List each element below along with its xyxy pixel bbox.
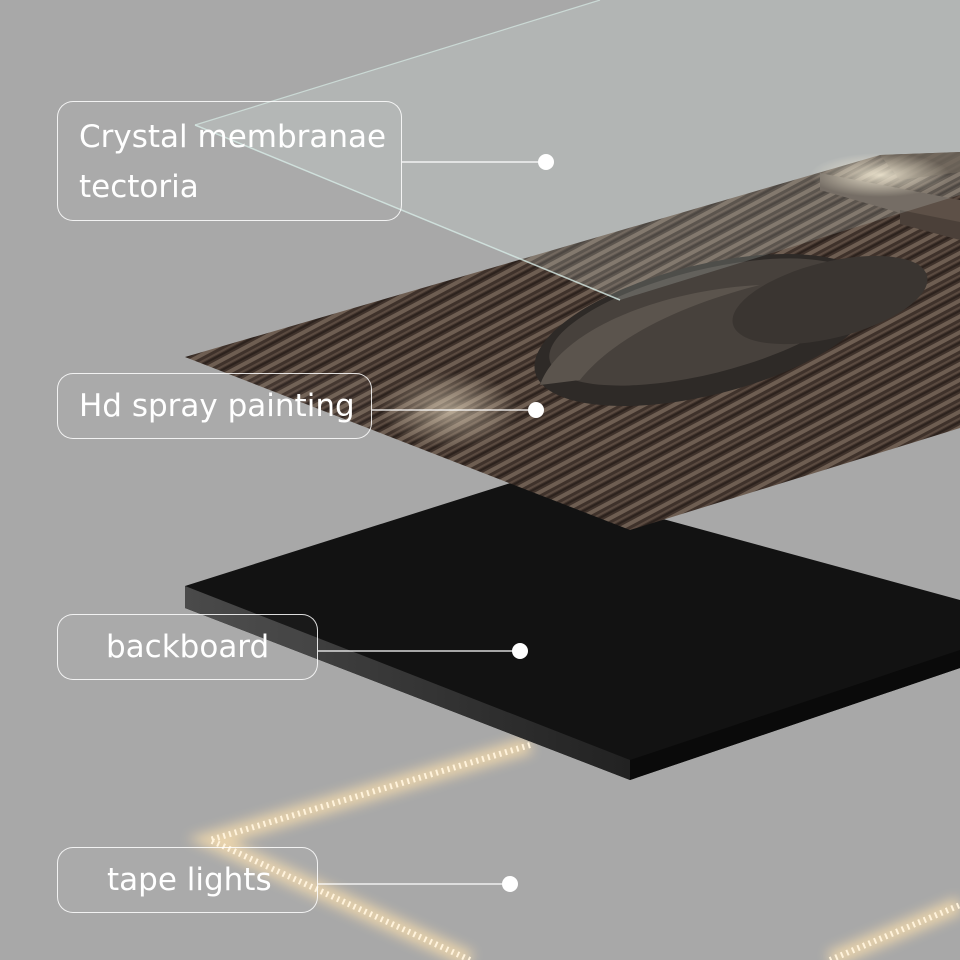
leader-spray [372,402,544,418]
label-spray-text: Hd spray painting [79,388,355,424]
spray-painting-panel [185,152,960,530]
label-tape-lights: tape lights [57,847,318,913]
leader-crystal [402,154,554,170]
leader-backboard [318,643,528,659]
label-backboard-text: backboard [106,629,270,665]
label-hd-spray-painting: Hd spray painting [57,373,372,439]
crystal-glass-panel [194,0,960,301]
backboard-panel [185,480,960,780]
label-backboard: backboard [57,614,318,680]
label-crystal-line-2: tectoria [79,169,199,205]
label-tape-text: tape lights [107,862,272,898]
leader-tape [318,876,518,892]
label-crystal-line-1: Crystal membranae [79,119,387,155]
label-crystal-membranae: Crystal membranae tectoria [57,101,402,221]
led-tape-strip [187,737,960,960]
